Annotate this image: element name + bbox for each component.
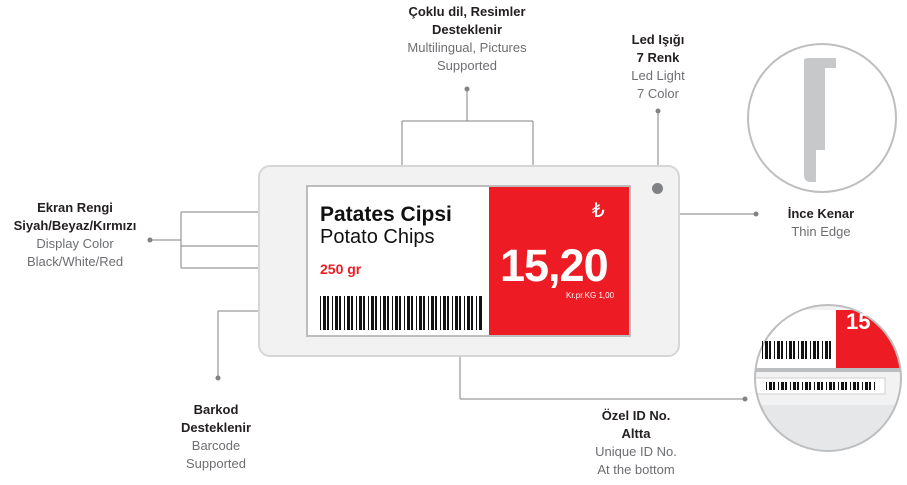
- price-panel: [489, 187, 629, 335]
- callout-multilingual-tr1: Çoklu dil, Resimler: [408, 4, 526, 19]
- callout-unique-id: Özel ID No. Altta Unique ID No. At the b…: [576, 407, 696, 479]
- callout-display-tr1: Ekran Rengi: [37, 200, 113, 215]
- callout-dot-display: [147, 237, 153, 243]
- callout-edge-tr1: İnce Kenar: [787, 206, 855, 221]
- callout-barcode-en1: Barcode: [191, 438, 241, 453]
- currency-symbol: ₺: [592, 200, 605, 222]
- callout-unique-id-en2: At the bottom: [597, 462, 675, 477]
- callout-display: Ekran Rengi Siyah/Beyaz/Kırmızı Display …: [0, 199, 150, 271]
- callout-led-tr1: Led Işığı: [631, 32, 685, 47]
- product-weight: 250 gr: [320, 261, 362, 277]
- callout-dot-barcode: [215, 375, 221, 381]
- callout-barcode: Barkod Desteklenir Barcode Supported: [166, 401, 266, 473]
- callout-multilingual-tr2: Desteklenir: [431, 22, 503, 37]
- callout-multilingual: Çoklu dil, Resimler Desteklenir Multilin…: [387, 3, 547, 75]
- price: 15,20: [500, 240, 609, 291]
- callout-dot-led: [655, 108, 661, 114]
- callout-edge: İnce Kenar Thin Edge: [766, 205, 876, 241]
- callout-led-tr2: 7 Renk: [636, 50, 680, 65]
- unique-id-zoom: [755, 305, 901, 451]
- callout-edge-en1: Thin Edge: [791, 224, 851, 239]
- unit-price: Kr.pr.KG 1,00: [566, 291, 615, 300]
- zoom-price-fragment: 15: [846, 309, 871, 334]
- callout-dot-multilingual: [464, 86, 470, 92]
- callout-led: Led Işığı 7 Renk Led Light 7 Color: [608, 31, 708, 103]
- callout-display-en1: Display Color: [36, 236, 114, 251]
- callout-display-en2: Black/White/Red: [26, 254, 124, 269]
- callout-unique-id-tr1: Özel ID No.: [601, 408, 671, 423]
- callout-barcode-en2: Supported: [186, 456, 246, 471]
- callout-barcode-tr2: Desteklenir: [180, 420, 252, 435]
- callout-unique-id-tr2: Altta: [621, 426, 651, 441]
- zoom-id-barcode: [766, 382, 875, 390]
- thin-edge-zoom: [747, 43, 897, 193]
- product-name-tr: Patates Cipsi: [320, 203, 452, 226]
- callout-multilingual-en1: Multilingual, Pictures: [407, 40, 527, 55]
- callout-display-tr2: Siyah/Beyaz/Kırmızı: [13, 218, 137, 233]
- zoom-barcode: [762, 341, 831, 359]
- barcode-icon: [320, 296, 482, 330]
- callout-dot-edge: [753, 211, 759, 217]
- callout-multilingual-en2: Supported: [437, 58, 497, 73]
- callout-led-en1: Led Light: [631, 68, 685, 83]
- led-indicator: [652, 183, 663, 194]
- callout-dot-unique-id: [742, 396, 748, 402]
- callout-barcode-tr1: Barkod: [193, 402, 239, 417]
- callout-unique-id-en1: Unique ID No.: [595, 444, 677, 459]
- callout-led-en2: 7 Color: [637, 86, 679, 101]
- product-name-en: Potato Chips: [320, 226, 435, 248]
